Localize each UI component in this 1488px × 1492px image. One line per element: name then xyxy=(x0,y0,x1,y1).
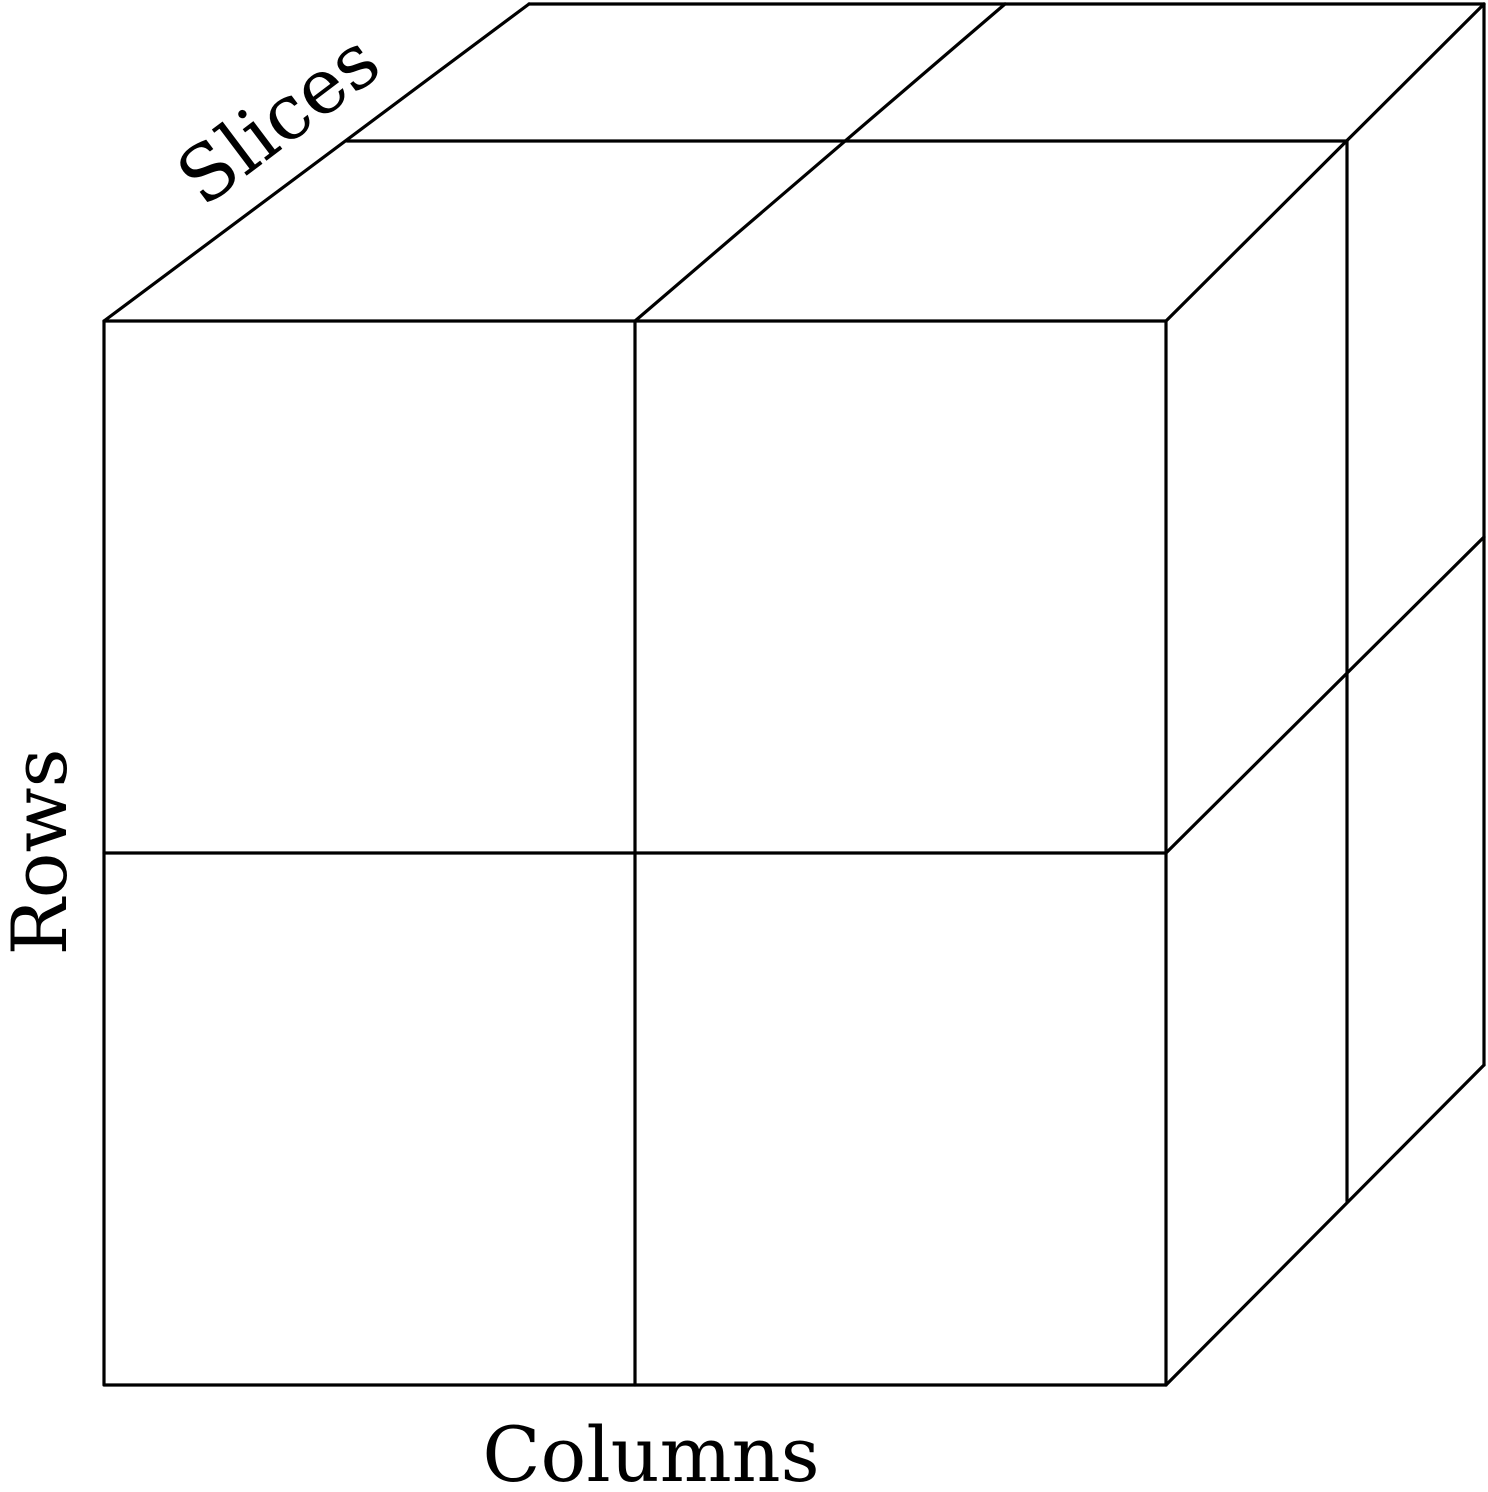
top-face xyxy=(102,2,1486,323)
right-face-row-divider xyxy=(1164,535,1486,855)
front-face xyxy=(102,319,1168,1387)
columns-axis-label: Columns xyxy=(482,1410,819,1492)
rows-axis-label: Rows xyxy=(0,748,84,955)
right-face-bottom-depth-edge xyxy=(1164,1063,1486,1387)
top-face-right-depth-edge xyxy=(1164,2,1486,323)
top-face-left-depth-edge xyxy=(102,2,531,323)
right-face xyxy=(1164,2,1486,1387)
top-face-middle-depth-edge xyxy=(633,2,1007,323)
